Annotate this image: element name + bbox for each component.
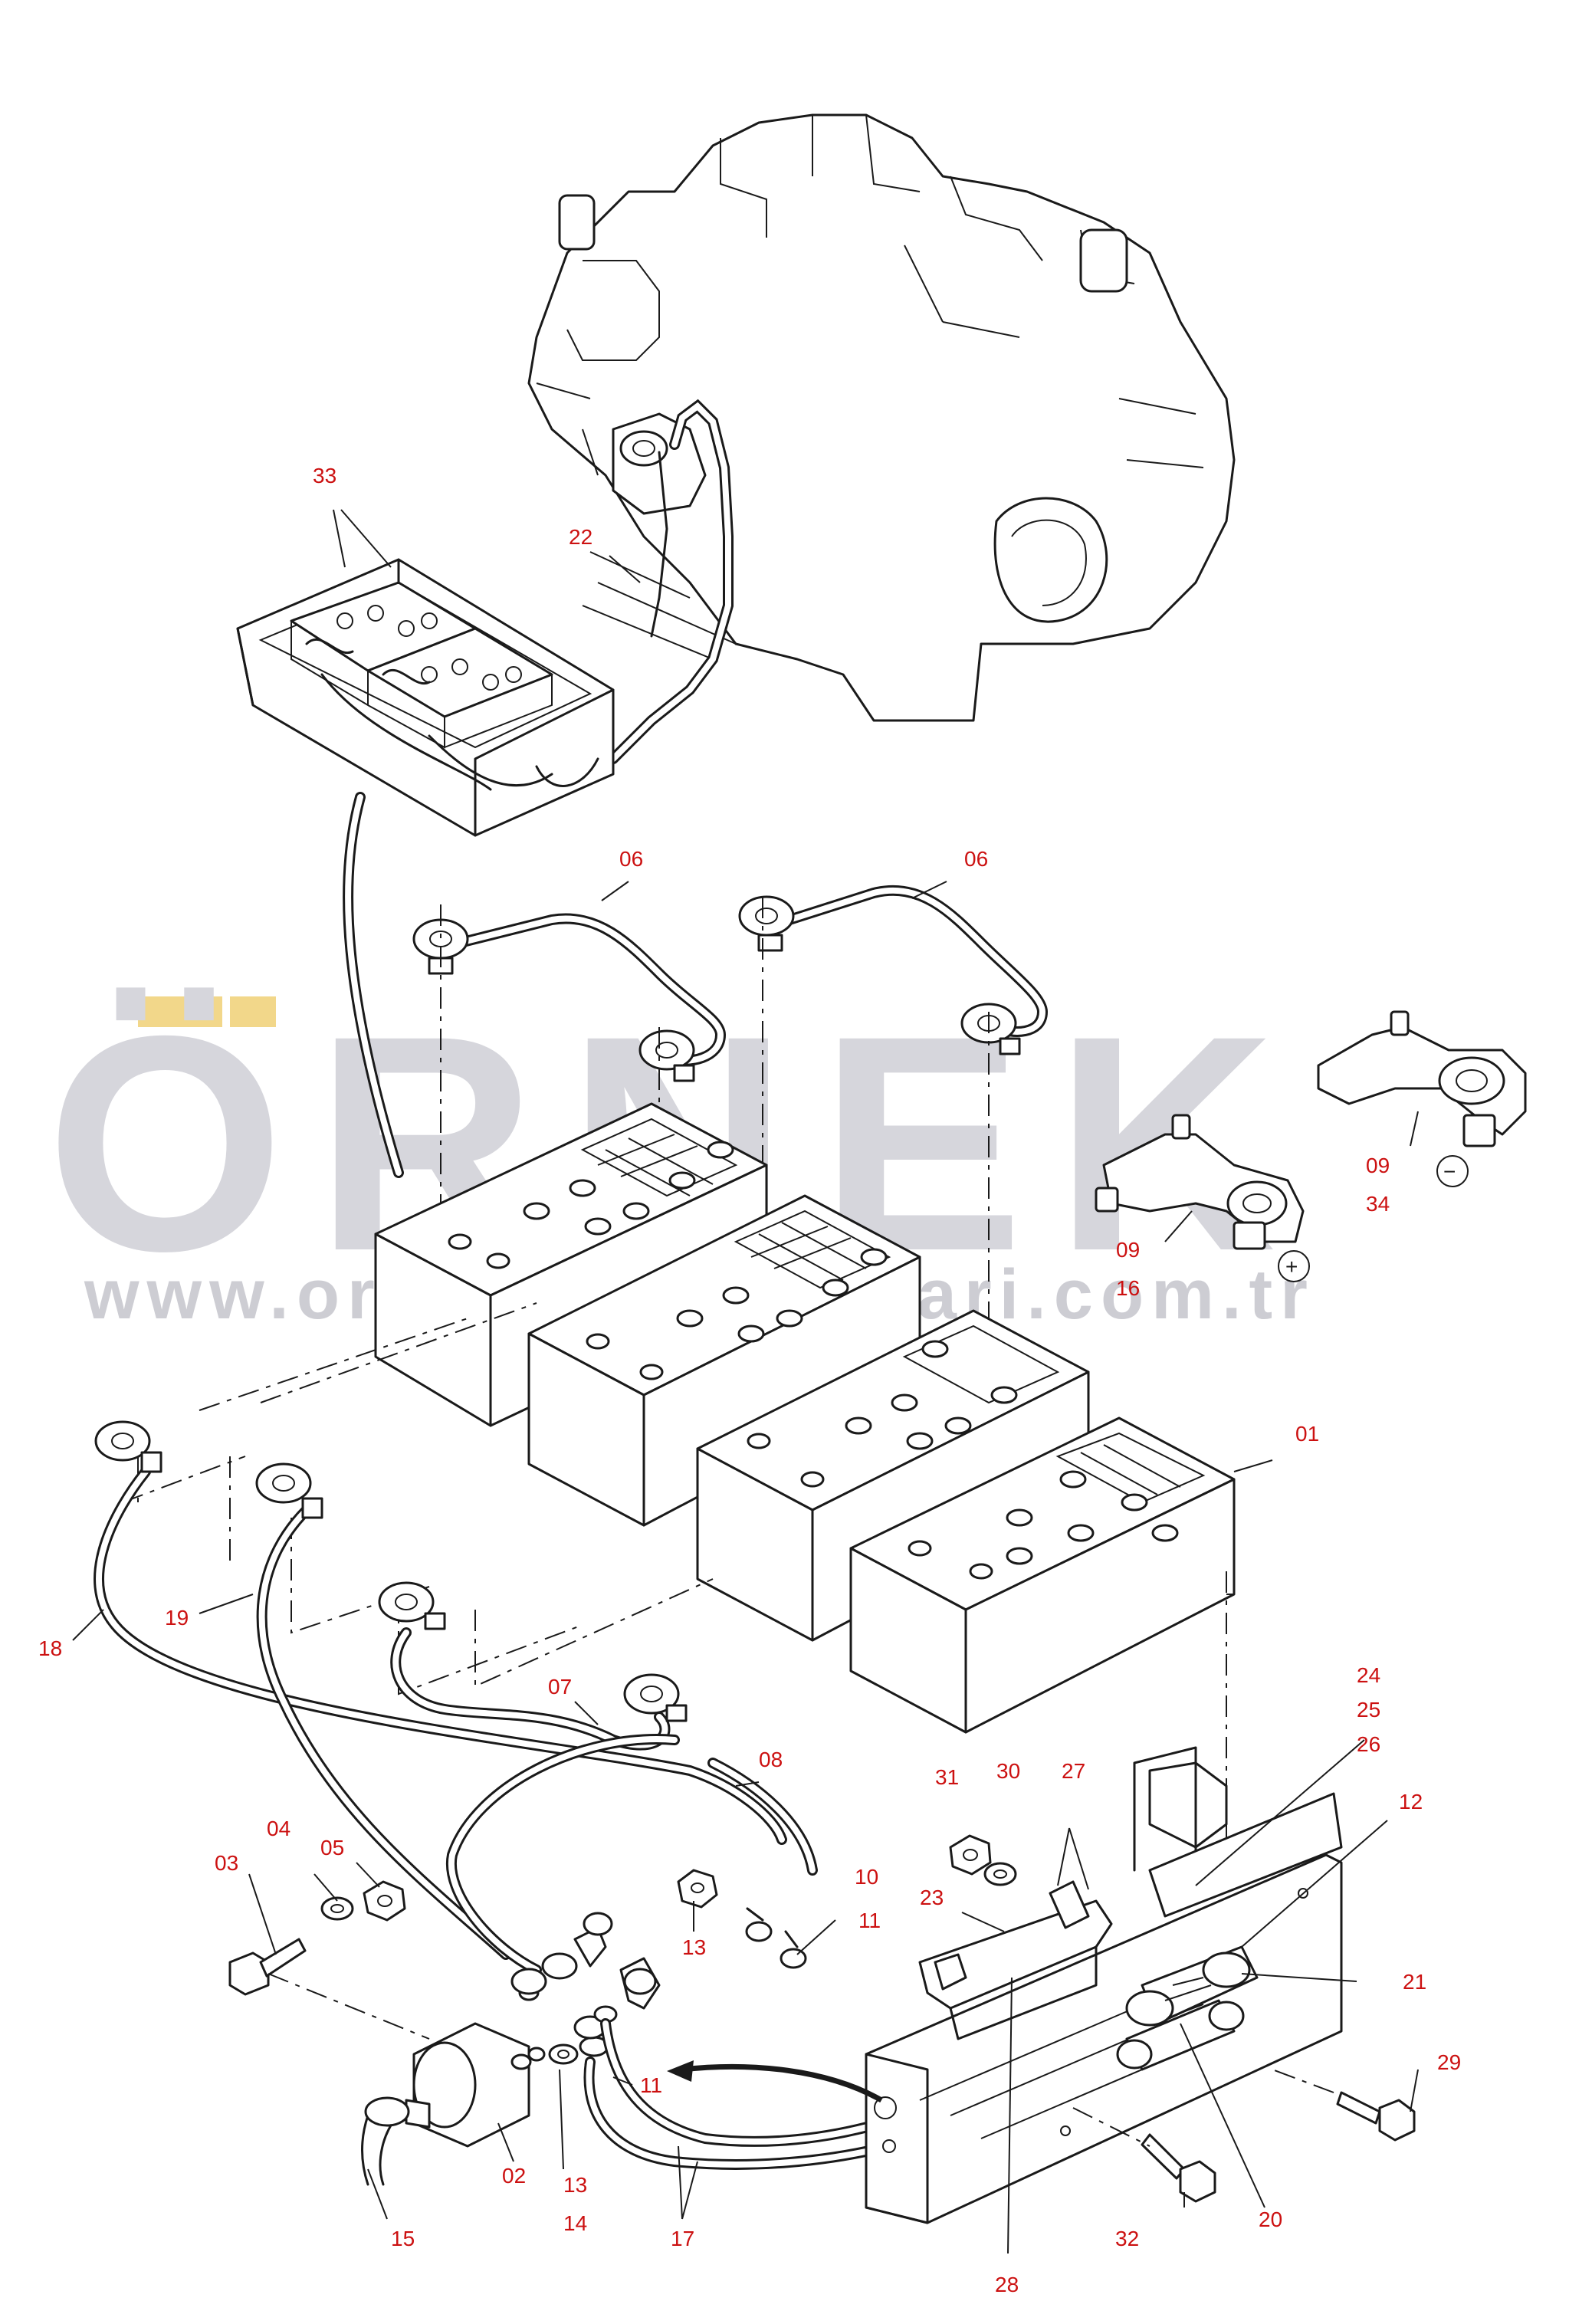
cable-18 [94, 1420, 787, 1845]
cable-08 [445, 1734, 818, 1975]
watermark-accent-left [138, 996, 222, 1027]
callout-32: 32 [1115, 2227, 1139, 2250]
callout-19: 19 [165, 1606, 189, 1630]
callout-08: 08 [759, 1748, 783, 1771]
callout-24: 24 [1357, 1663, 1380, 1687]
callout-25: 25 [1357, 1698, 1380, 1722]
callout-12: 12 [1399, 1790, 1423, 1814]
indicator-arrow-11 [681, 2063, 883, 2103]
solenoid-terminals [510, 1984, 579, 2070]
callout-30: 30 [996, 1759, 1020, 1783]
bolt-29 [1336, 2091, 1416, 2142]
callout-15: 15 [391, 2227, 415, 2250]
bracket-23 [918, 1880, 1113, 2040]
callout-26: 26 [1357, 1732, 1380, 1756]
callout-11-upper: 11 [858, 1909, 881, 1932]
solenoid-02 [361, 2022, 530, 2186]
positive-symbol-circle [1278, 1250, 1310, 1282]
callout-06-left: 06 [619, 847, 643, 871]
callout-09-lower: 09 [1116, 1238, 1140, 1262]
callout-01: 01 [1295, 1422, 1319, 1446]
callout-14: 14 [563, 2211, 587, 2235]
callout-23: 23 [920, 1886, 944, 1909]
nut-05 [363, 1880, 406, 1922]
ring-terminals-10-11 [745, 1907, 807, 1969]
cable-17 [583, 2018, 894, 2170]
battery-switch-21 [1125, 1945, 1259, 2027]
negative-symbol-circle [1436, 1155, 1469, 1187]
negative-symbol: − [1443, 1160, 1456, 1183]
callout-16: 16 [1116, 1276, 1140, 1300]
callout-34: 34 [1366, 1192, 1390, 1216]
callout-11-lower: 11 [640, 2073, 662, 2097]
jumper-cable-06-left [412, 913, 727, 1082]
callout-18: 18 [38, 1636, 62, 1660]
positive-symbol: + [1285, 1255, 1298, 1279]
battery-box-assembly-33 [236, 558, 615, 837]
bolt-32 [1141, 2133, 1216, 2203]
cable-07 [378, 1581, 688, 1751]
watermark-accent-right [230, 996, 276, 1027]
callout-31: 31 [935, 1765, 959, 1789]
battery-2 [527, 1194, 921, 1527]
callout-05: 05 [320, 1836, 344, 1860]
battery-4 [849, 1416, 1236, 1734]
callout-03: 03 [215, 1851, 238, 1875]
callout-09-upper: 09 [1366, 1154, 1390, 1177]
bolt-03 [228, 1938, 307, 1996]
callout-13-upper: 13 [682, 1935, 706, 1959]
switch-20 [1116, 1999, 1245, 2071]
callout-29: 29 [1437, 2050, 1461, 2074]
callout-04: 04 [267, 1817, 290, 1840]
washer-04 [320, 1896, 354, 1921]
callout-17: 17 [671, 2227, 694, 2250]
callout-20: 20 [1259, 2207, 1282, 2231]
engine-illustration [527, 113, 1236, 722]
leader-lines [72, 509, 1419, 2254]
nut-31 [949, 1834, 992, 1876]
cable-19 [255, 1462, 511, 1960]
callout-10: 10 [855, 1865, 878, 1889]
callout-06-right: 06 [964, 847, 988, 871]
washer-30 [983, 1862, 1017, 1886]
callout-22: 22 [569, 525, 592, 549]
callout-labels: 33 22 06 06 09 34 09 16 01 18 19 07 08 2… [38, 464, 1461, 2296]
arrow-head [667, 2060, 694, 2082]
callout-02: 02 [502, 2164, 526, 2188]
lugs-near-solenoid [510, 1912, 661, 2057]
callout-13-lower: 13 [563, 2173, 587, 2197]
callout-07: 07 [548, 1675, 572, 1699]
terminal-clamp-09-34 [1317, 1010, 1527, 1147]
battery-tray-panel [865, 1746, 1343, 2224]
starter-cable-22 [608, 399, 734, 764]
callout-21: 21 [1403, 1970, 1426, 1994]
terminal-clamp-09-16 [1095, 1114, 1305, 1250]
callout-33: 33 [313, 464, 336, 487]
callout-28: 28 [995, 2273, 1019, 2296]
callout-27: 27 [1062, 1759, 1085, 1783]
nut-13-upper [677, 1869, 718, 1909]
